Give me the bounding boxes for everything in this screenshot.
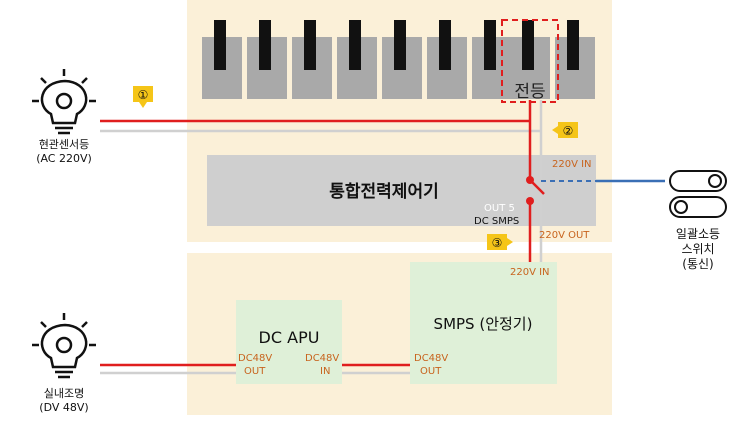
dcapu-out-l1: DC48V [238,353,272,364]
switch-line2: 스위치 [681,242,714,256]
breaker-panel [202,20,595,99]
dcapu-in-l2: IN [320,366,330,377]
lightbulb-icon [32,313,96,379]
dcapu-title: DC APU [259,328,320,347]
controller-220v-out: 220V OUT [539,230,590,241]
controller-220v-in: 220V IN [552,159,592,170]
dcapu-in-l1: DC48V [305,353,339,364]
indoor-light-line2: (DV 48V) [39,401,88,414]
smps-box [410,262,557,384]
sensor-light-line2: (AC 220V) [36,152,92,165]
dcapu-out-l2: OUT [244,366,266,377]
marker-1-label: ① [138,88,149,102]
smps-title: SMPS (안정기) [434,315,533,333]
panel-light-label: 전등 [514,82,545,102]
relay-contact-top [526,176,534,184]
toggle-switch-icon [669,170,727,218]
controller-out5: OUT 5 [484,203,515,214]
smps-out-l1: DC48V [414,353,448,364]
smps-220v-in: 220V IN [510,267,550,278]
switch-line1: 일괄소등 [676,227,720,241]
relay-contact-bottom [526,197,534,205]
dc-apu-box [236,300,342,384]
marker-3: ③ [487,234,513,250]
sensor-light-line1: 현관센서등 [39,138,90,151]
indoor-light-line1: 실내조명 [44,387,84,400]
switch-line3: (통신) [682,257,713,271]
marker-2: ② [552,122,578,138]
controller-dc-smps: DC SMPS [474,216,519,227]
marker-1: ① [133,86,153,108]
marker-2-label: ② [563,124,574,138]
controller-title: 통합전력제어기 [329,181,438,202]
marker-3-label: ③ [492,236,503,250]
smps-out-l2: OUT [420,366,442,377]
lightbulb-icon [32,69,96,135]
